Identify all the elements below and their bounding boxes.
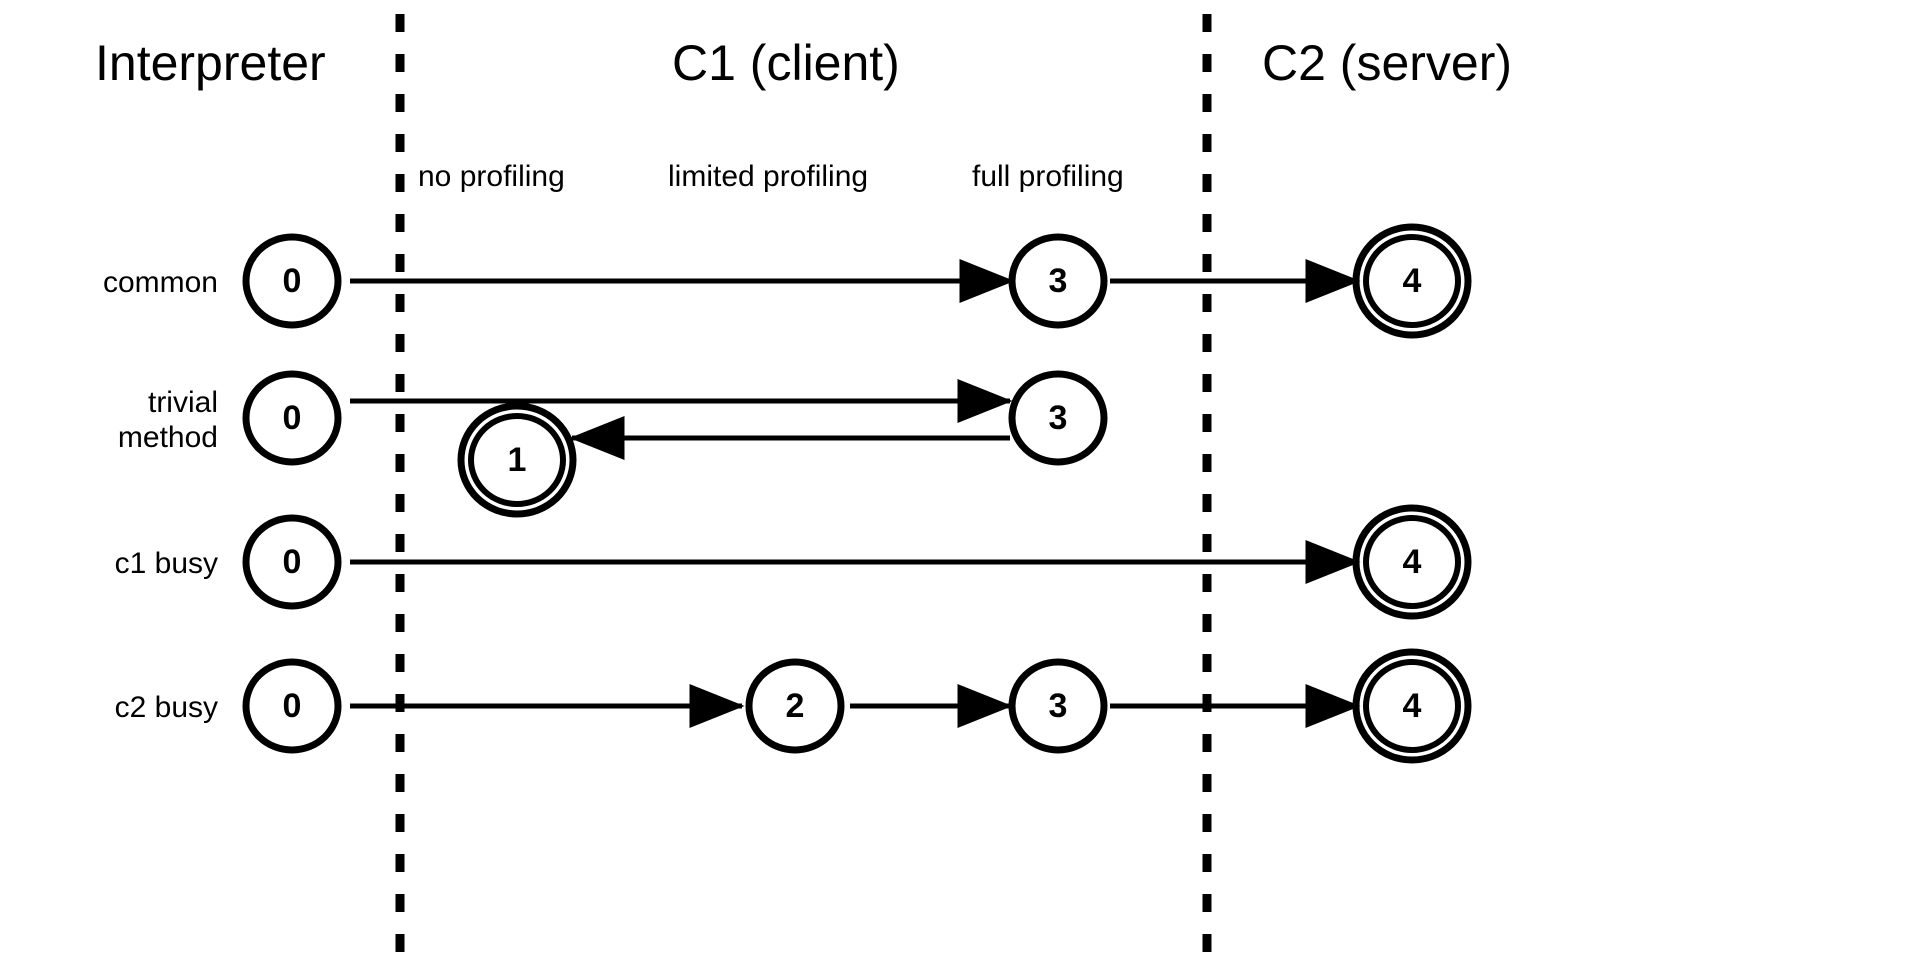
node-circle [1008,370,1108,466]
node-circle [1008,233,1108,329]
accepting-outer-ring [1352,504,1472,620]
phase-label-limited-profiling: limited profiling [668,160,869,193]
phase-label-no-profiling: no profiling [418,160,565,193]
node-state-label: 0 [283,262,302,300]
node-circle [242,658,342,754]
state-node-c1busy-0: 0 [242,514,342,610]
node-state-label: 3 [1049,399,1068,437]
node-circle [1363,659,1461,753]
state-node-c1busy-4: 4 [1352,504,1472,620]
row-label-c1-busy: c1 busy [114,547,218,580]
state-node-trivial-1: 1 [457,402,577,518]
node-circle [242,370,342,466]
state-node-c2busy-2: 2 [745,658,845,754]
state-node-c2busy-4: 4 [1352,648,1472,764]
node-state-label: 2 [786,687,805,725]
row-label-trivial-line1: trivial [147,386,218,419]
node-circle [242,514,342,610]
node-circle [1008,658,1108,754]
node-state-label: 4 [1403,543,1422,581]
state-nodes: 0 3 4 0 3 1 0 4 0 2 3 4 [242,223,1472,764]
node-state-label: 1 [508,441,527,479]
row-label-c2-busy: c2 busy [114,691,218,724]
node-state-label: 3 [1049,262,1068,300]
phase-label-full-profiling: full profiling [972,160,1124,193]
node-state-label: 0 [283,687,302,725]
state-node-common-4: 4 [1352,223,1472,339]
column-header-interpreter: Interpreter [95,35,326,91]
node-state-label: 3 [1049,687,1068,725]
state-node-trivial-3: 3 [1008,370,1108,466]
state-node-trivial-0: 0 [242,370,342,466]
transition-edges [350,259,1361,728]
state-node-c2busy-3: 3 [1008,658,1108,754]
row-label-trivial-line2: method [117,420,218,454]
column-header-c1: C1 (client) [672,35,900,91]
node-circle [468,413,566,507]
node-circle [1363,515,1461,609]
column-header-c2: C2 (server) [1262,35,1513,91]
accepting-outer-ring [457,402,577,518]
accepting-outer-ring [1352,648,1472,764]
node-circle [1363,234,1461,328]
node-state-label: 0 [283,543,302,581]
node-state-label: 4 [1403,262,1422,300]
state-node-c2busy-0: 0 [242,658,342,754]
accepting-outer-ring [1352,223,1472,339]
node-state-label: 4 [1403,687,1422,725]
row-label-common: common [102,266,218,299]
node-circle [745,658,845,754]
node-state-label: 0 [283,399,302,437]
node-circle [242,233,342,329]
row-label-trivial-method: trivial method [18,386,218,455]
state-node-common-0: 0 [242,233,342,329]
state-node-common-3: 3 [1008,233,1108,329]
